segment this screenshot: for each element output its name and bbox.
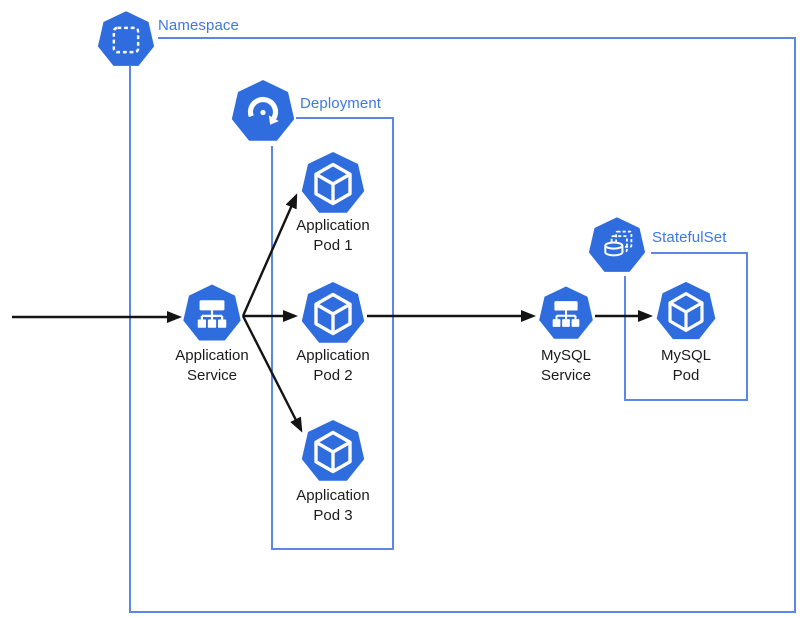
app-pod-2-label: Application Pod 2 [296, 346, 369, 386]
mysql-pod-label-line1: MySQL [660, 347, 712, 364]
mysql-service-label-line1: MySQL [540, 347, 591, 364]
arrows [12, 193, 653, 433]
namespace-box [129, 37, 796, 613]
app-service-label-line2: Service [186, 367, 238, 384]
app-pod-3-label-line1: Application [296, 487, 370, 504]
mysql-pod-label: MySQL Pod [661, 346, 711, 386]
mysql-service-label-line2: Service [540, 367, 592, 384]
namespace-label: Namespace [158, 17, 239, 34]
app-pod-3-label: Application Pod 3 [296, 486, 369, 526]
app-pod-1-label-line2: Pod 1 [313, 237, 353, 254]
app-pod-3-label-line2: Pod 3 [313, 507, 353, 524]
mysql-service-label: MySQL Service [541, 346, 591, 386]
app-pod-3-icon [302, 420, 364, 481]
mysql-service-icon [539, 286, 593, 338]
statefulset-label: StatefulSet [652, 229, 727, 246]
app-pod-1-icon [302, 152, 364, 213]
app-service-label-line1: Application [175, 347, 249, 364]
app-pod-2-label-line2: Pod 2 [313, 367, 353, 384]
app-pod-2-label-line1: Application [296, 347, 370, 364]
statefulset-box [624, 252, 748, 401]
arrow-app-service-to-pod1 [241, 193, 298, 317]
app-pod-1-label-line1: Application [296, 217, 370, 234]
deployment-box [271, 117, 394, 550]
app-service-icon [183, 285, 240, 341]
deployment-label: Deployment [300, 95, 382, 112]
deployment-icon [232, 80, 294, 141]
arrow-app-service-to-pod3 [241, 315, 303, 433]
app-pod-1-label: Application Pod 1 [296, 216, 369, 256]
app-pod-2-icon [302, 282, 364, 343]
mysql-pod-icon [657, 282, 716, 339]
app-service-label: Application Service [175, 346, 248, 386]
namespace-icon [98, 11, 154, 66]
mysql-pod-label-line2: Pod [672, 367, 700, 384]
statefulset-icon [589, 217, 645, 272]
